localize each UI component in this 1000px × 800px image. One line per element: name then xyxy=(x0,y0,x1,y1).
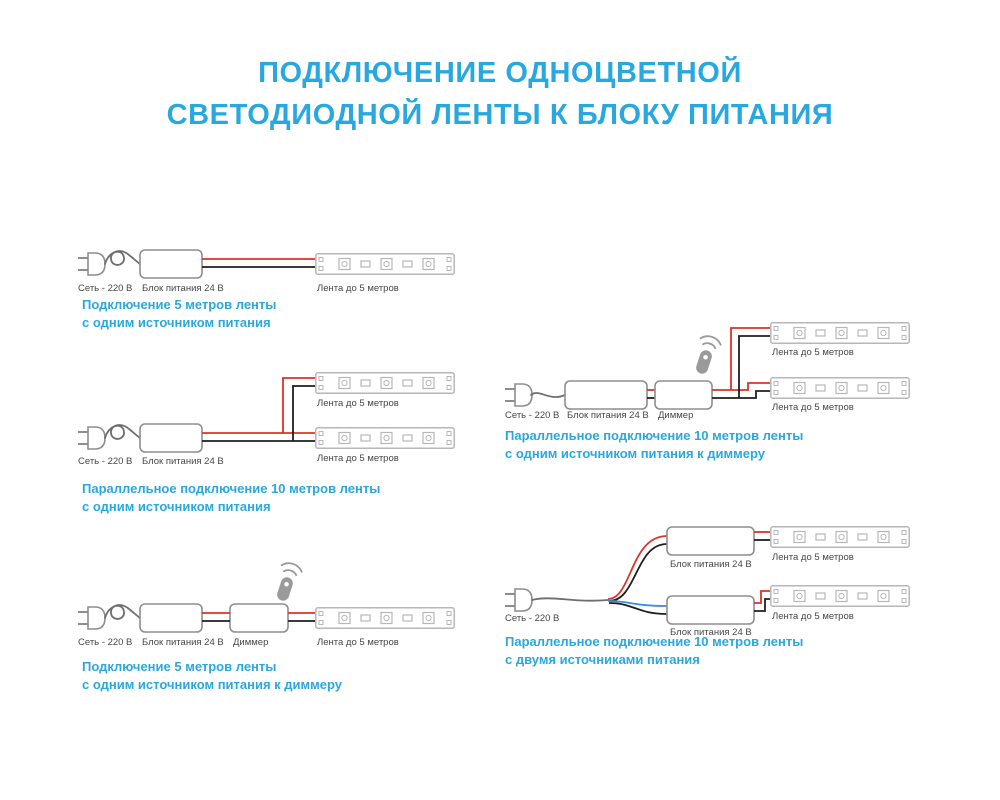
label-strip: Лента до 5 метров xyxy=(772,611,854,622)
led-strip-icon xyxy=(315,253,455,275)
power-cord xyxy=(530,392,566,398)
label-strip: Лента до 5 метров xyxy=(317,398,399,409)
dimmer-box xyxy=(654,380,713,410)
label-mains: Сеть - 220 В xyxy=(78,637,132,648)
caption-line: Подключение 5 метров ленты xyxy=(82,297,277,312)
label-strip: Лента до 5 метров xyxy=(317,283,399,294)
wire-red xyxy=(712,327,770,391)
label-mains: Сеть - 220 В xyxy=(78,283,132,294)
power-plug-icon xyxy=(77,426,106,450)
label-psu: Блок питания 24 В xyxy=(670,627,752,638)
wire-black xyxy=(712,335,770,399)
diagram-4-caption: Параллельное подключение 10 метров ленты… xyxy=(505,427,803,463)
diagram-5: Сеть - 220 В Лента до 5 метров Блок пита… xyxy=(504,526,910,638)
wire-black xyxy=(608,543,668,602)
led-strip-icon xyxy=(315,427,455,449)
diagram-2: Лента до 5 метров Сеть - 220 В Блок пита… xyxy=(77,372,455,467)
wire-red xyxy=(607,535,668,600)
dimmer-box xyxy=(229,603,289,633)
power-plug-icon xyxy=(504,588,533,612)
label-strip: Лента до 5 метров xyxy=(317,453,399,464)
caption-line: с одним источником питания к диммеру xyxy=(505,446,765,461)
caption-line: Параллельное подключение 10 метров ленты xyxy=(505,634,804,649)
psu-box xyxy=(666,526,755,556)
label-strip: Лента до 5 метров xyxy=(772,347,854,358)
diagram-1: Сеть - 220 В Блок питания 24 В Лента до … xyxy=(77,249,455,294)
psu-box xyxy=(564,380,648,410)
led-strip-icon xyxy=(770,526,910,548)
power-plug-icon xyxy=(77,252,106,276)
caption-line: с одним источником питания xyxy=(82,499,271,514)
page-title: ПОДКЛЮЧЕНИЕ ОДНОЦВЕТНОЙ СВЕТОДИОДНОЙ ЛЕН… xyxy=(0,52,1000,136)
led-strip-icon xyxy=(315,607,455,629)
led-strip-icon xyxy=(315,372,455,394)
label-strip: Лента до 5 метров xyxy=(772,402,854,413)
psu-box xyxy=(139,249,203,279)
caption-line: с двумя источниками питания xyxy=(505,652,700,667)
power-cord xyxy=(104,250,141,266)
wire-black xyxy=(608,602,668,615)
diagram-4: Лента до 5 метров Лента до 5 метров Сеть… xyxy=(504,322,910,421)
power-plug-icon xyxy=(77,606,106,630)
caption-line: Подключение 5 метров ленты xyxy=(82,659,277,674)
label-mains: Сеть - 220 В xyxy=(505,410,559,421)
label-strip: Лента до 5 метров xyxy=(772,552,854,563)
label-psu: Блок питания 24 В xyxy=(142,283,224,294)
label-psu: Блок питания 24 В xyxy=(142,637,224,648)
remote-control-icon xyxy=(269,559,305,605)
led-strip-icon xyxy=(770,377,910,399)
caption-line: Параллельное подключение 10 метров ленты xyxy=(505,428,804,443)
psu-box xyxy=(139,423,203,453)
power-cord xyxy=(104,604,141,620)
label-mains: Сеть - 220 В xyxy=(505,613,559,624)
wire-red xyxy=(754,590,770,604)
diagram-2-caption: Параллельное подключение 10 метров ленты… xyxy=(82,480,380,516)
wire-red xyxy=(202,377,315,434)
power-plug-icon xyxy=(504,383,533,407)
label-dimmer: Диммер xyxy=(233,637,268,648)
power-cord xyxy=(104,424,141,440)
caption-line: с одним источником питания к диммеру xyxy=(82,677,342,692)
label-psu: Блок питания 24 В xyxy=(567,410,649,421)
label-psu: Блок питания 24 В xyxy=(142,456,224,467)
diagram-3: Сеть - 220 В Блок питания 24 В Диммер Ле… xyxy=(77,559,455,648)
label-strip: Лента до 5 метров xyxy=(317,637,399,648)
diagram-1-caption: Подключение 5 метров ленты с одним источ… xyxy=(82,296,276,332)
wire-black xyxy=(754,598,770,612)
caption-line: Параллельное подключение 10 метров ленты xyxy=(82,481,381,496)
psu-box xyxy=(139,603,203,633)
wire-blue xyxy=(607,600,668,607)
wire-black xyxy=(202,385,315,442)
caption-line: с одним источником питания xyxy=(82,315,271,330)
remote-control-icon xyxy=(688,332,724,378)
diagram-3-caption: Подключение 5 метров ленты с одним источ… xyxy=(82,658,342,694)
led-strip-icon xyxy=(770,585,910,607)
title-line-2: СВЕТОДИОДНОЙ ЛЕНТЫ К БЛОКУ ПИТАНИЯ xyxy=(166,99,834,131)
diagram-5-caption: Параллельное подключение 10 метров ленты… xyxy=(505,633,803,669)
power-cord xyxy=(531,597,609,602)
label-mains: Сеть - 220 В xyxy=(78,456,132,467)
label-dimmer: Диммер xyxy=(658,410,693,421)
title-line-1: ПОДКЛЮЧЕНИЕ ОДНОЦВЕТНОЙ xyxy=(258,57,742,89)
psu-box xyxy=(666,595,755,625)
label-psu: Блок питания 24 В xyxy=(670,559,752,570)
led-strip-icon xyxy=(770,322,910,344)
